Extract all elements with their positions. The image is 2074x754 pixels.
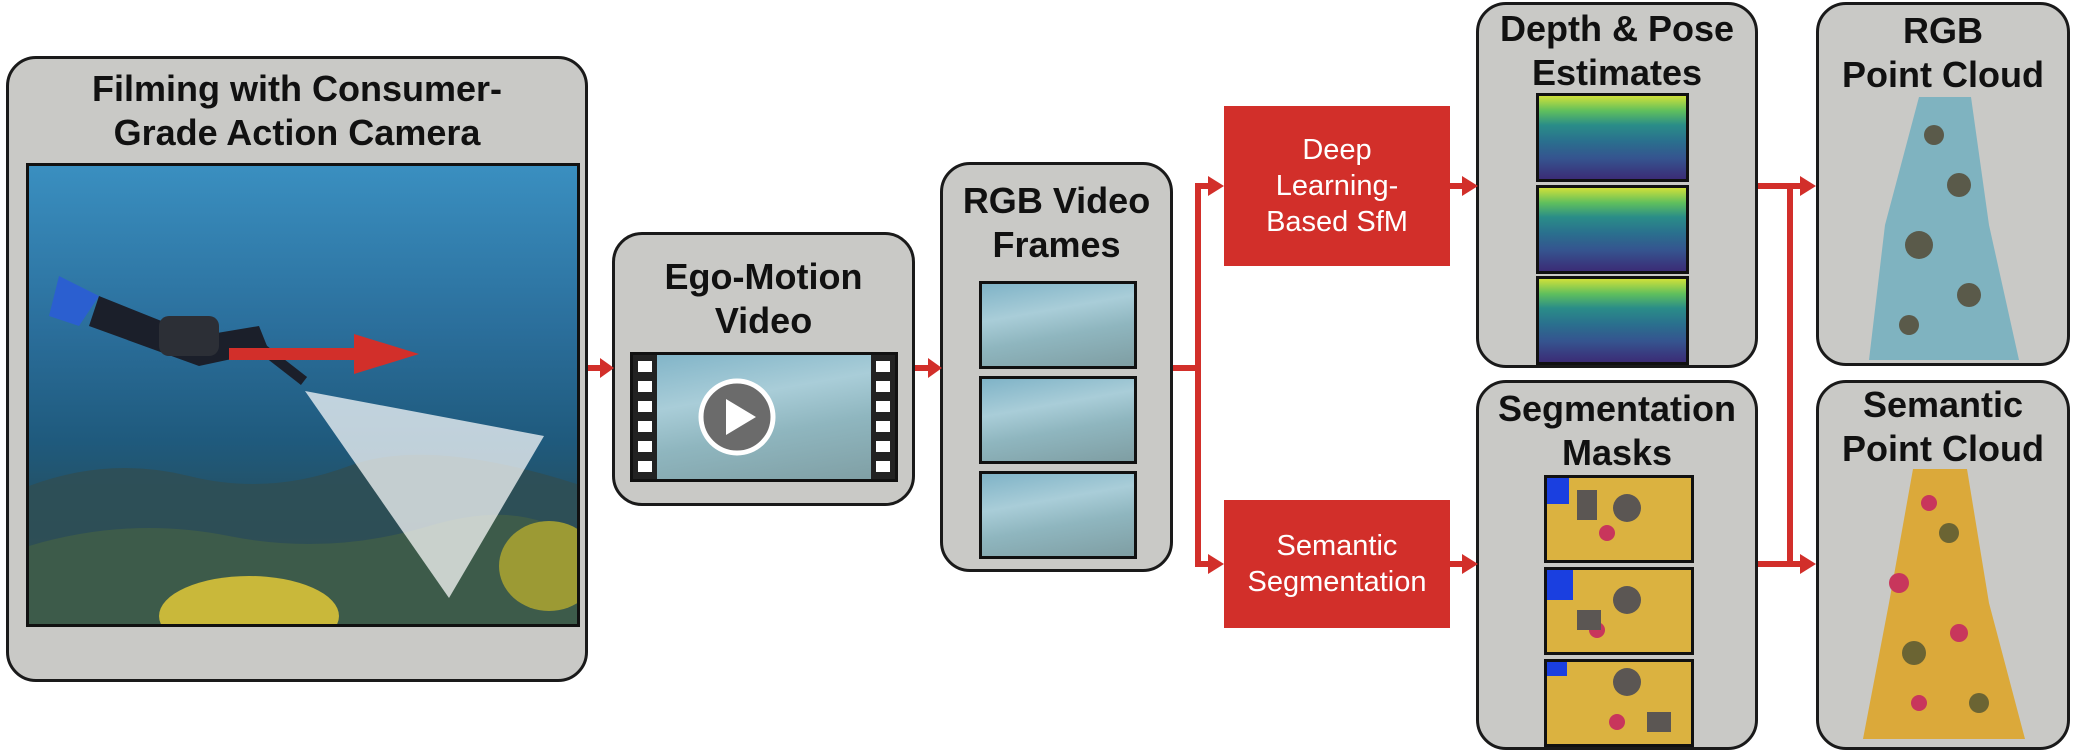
rgb-frames-panel: RGB Video Frames (940, 162, 1173, 572)
ego-motion-title: Ego-Motion Video (615, 255, 912, 343)
video-frame-1 (979, 281, 1137, 369)
filming-title-line2: Grade Action Camera (113, 112, 481, 153)
rgb-point-cloud-title: RGB Point Cloud (1819, 9, 2067, 97)
semcloud-title-line2: Point Cloud (1842, 428, 2044, 469)
frames-title-line2: Frames (992, 224, 1121, 265)
filming-title: Filming with Consumer- Grade Action Came… (9, 67, 585, 155)
masks-title-line2: Masks (1561, 432, 1673, 473)
film-strip (633, 355, 895, 479)
segmentation-mask-1 (1544, 475, 1694, 563)
ego-title-line2: Video (714, 300, 813, 341)
rgbcloud-title-line2: Point Cloud (1842, 54, 2044, 95)
sfm-line1: Deep (1302, 134, 1372, 166)
frames-title-line1: RGB Video (962, 180, 1151, 221)
play-icon[interactable] (633, 355, 895, 479)
segmentation-mask-2 (1544, 567, 1694, 655)
depth-map-1 (1536, 93, 1689, 182)
video-frame-2 (979, 376, 1137, 464)
ego-title-line1: Ego-Motion (664, 256, 863, 297)
semseg-line1: Semantic (1276, 530, 1398, 562)
depth-map-3 (1536, 276, 1689, 365)
segmentation-mask-3 (1544, 659, 1694, 747)
depth-title-line2: Estimates (1531, 52, 1703, 93)
semseg-line2: Segmentation (1247, 566, 1427, 598)
semantic-segmentation-box: Semantic Segmentation (1224, 500, 1450, 628)
diver-photo (26, 163, 580, 627)
rgb-point-cloud-image (1869, 97, 2019, 360)
semantic-point-cloud-title: Semantic Point Cloud (1819, 383, 2067, 471)
semantic-point-cloud-panel: Semantic Point Cloud (1816, 380, 2070, 750)
video-frame-3 (979, 471, 1137, 559)
masks-title-line1: Segmentation (1497, 388, 1737, 429)
sfm-line3: Based SfM (1266, 206, 1408, 238)
segmentation-masks-panel: Segmentation Masks (1476, 380, 1758, 750)
filming-title-line1: Filming with Consumer- (92, 68, 502, 109)
filming-panel: Filming with Consumer- Grade Action Came… (6, 56, 588, 682)
depth-pose-panel: Depth & Pose Estimates (1476, 2, 1758, 368)
semcloud-title-line1: Semantic (1862, 384, 2024, 425)
rgbcloud-title-line1: RGB (1903, 10, 1983, 51)
deep-learning-sfm-box: Deep Learning- Based SfM (1224, 106, 1450, 266)
segmentation-masks-title: Segmentation Masks (1479, 387, 1755, 475)
video-thumbnail[interactable] (630, 352, 898, 482)
sfm-line2: Learning- (1275, 170, 1399, 202)
rgb-point-cloud-panel: RGB Point Cloud (1816, 2, 2070, 366)
semantic-point-cloud-image (1863, 469, 2025, 739)
depth-map-2 (1536, 185, 1689, 274)
diver-illustration (29, 276, 577, 624)
rgb-frames-title: RGB Video Frames (943, 179, 1170, 267)
depth-pose-title: Depth & Pose Estimates (1479, 7, 1755, 95)
depth-title-line1: Depth & Pose (1499, 8, 1735, 49)
ego-motion-panel: Ego-Motion Video (612, 232, 915, 506)
